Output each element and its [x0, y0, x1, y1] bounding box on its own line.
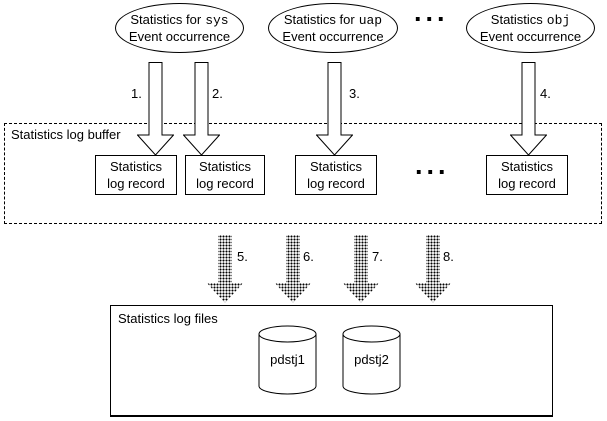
solid-arrow-2: [183, 62, 220, 156]
arrow-number-label-1: 1.: [131, 86, 142, 101]
dotted-arrow-8: [415, 235, 451, 303]
source-ellipse-text: Statistics: [490, 11, 543, 27]
dotted-arrow-5: [207, 235, 243, 303]
record-box-line1: Statistics: [198, 159, 251, 174]
arrow-number-label-8: 8.: [443, 249, 454, 264]
record-box-2: Statistics log record: [185, 155, 265, 195]
record-box-line2: log record: [107, 176, 165, 191]
source-ellipse-keyword: sys: [205, 12, 229, 28]
record-box-3: Statistics log record: [295, 155, 377, 195]
cylinder-label: pdstj1: [270, 352, 305, 367]
source-ellipse-keyword: obj: [546, 12, 571, 28]
cylinder-label: pdstj2: [354, 352, 389, 367]
source-ellipse-text: Statistics for: [130, 11, 202, 27]
record-box-4: Statistics log record: [486, 155, 568, 195]
arrow-number-label-7: 7.: [372, 249, 383, 264]
files-title: Statistics log files: [118, 311, 218, 326]
buffer-dashed-box: [4, 123, 602, 224]
source-ellipse-line2: Event occurrence: [128, 28, 231, 44]
solid-arrow-1: [137, 62, 174, 156]
record-box-line2: log record: [307, 176, 365, 191]
sources-ellipsis-dots: ...: [414, 0, 449, 27]
solid-arrow-4: [510, 62, 547, 156]
records-ellipsis-dots: ...: [415, 150, 450, 180]
arrow-number-label-5: 5.: [237, 249, 248, 264]
cylinder-icon: [342, 325, 401, 395]
arrow-number-label-2: 2.: [212, 86, 223, 101]
cylinder-pdstj1: pdstj1: [257, 325, 318, 396]
record-box-line1: Statistics: [109, 159, 162, 174]
arrow-number-label-4: 4.: [540, 86, 551, 101]
arrow-number-label-6: 6.: [303, 249, 314, 264]
dotted-arrow-6: [275, 235, 311, 303]
source-ellipse-text: Statistics for: [283, 11, 355, 27]
record-box-line2: log record: [498, 176, 556, 191]
cylinder-pdstj2: pdstj2: [341, 325, 402, 396]
cylinder-icon: [258, 325, 317, 395]
arrow-number-label-3: 3.: [349, 86, 360, 101]
buffer-title: Statistics log buffer: [11, 127, 121, 142]
solid-arrow-3: [316, 62, 353, 156]
record-box-line1: Statistics: [309, 159, 362, 174]
source-ellipse-keyword: uap: [358, 12, 383, 28]
record-box-line1: Statistics: [500, 159, 553, 174]
record-box-line2: log record: [196, 176, 254, 191]
files-box: [110, 305, 553, 417]
source-ellipse-line2: Event occurrence: [282, 28, 384, 44]
source-ellipse-line2: Event occurrence: [479, 28, 582, 44]
dotted-arrow-7: [343, 235, 379, 303]
record-box-1: Statistics log record: [95, 155, 177, 195]
